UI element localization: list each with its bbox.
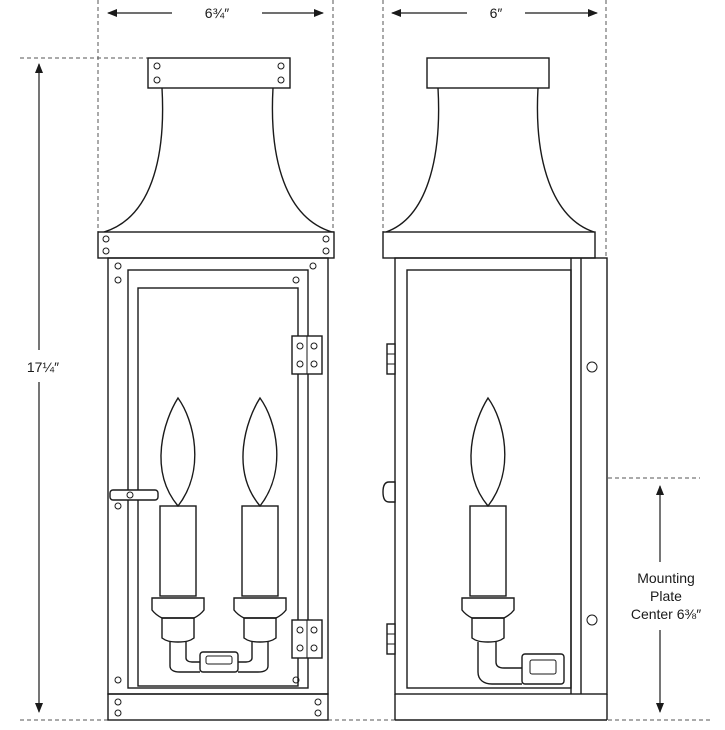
dimension-mounting: Mounting Plate Center 6⅜″ xyxy=(631,485,701,713)
side-frame-outer xyxy=(394,257,608,695)
side-top-plate xyxy=(426,57,550,89)
front-hinge-lower xyxy=(291,619,323,659)
front-door-latch xyxy=(109,489,159,510)
candle-sleeve-right xyxy=(241,505,279,597)
bulb-right xyxy=(242,396,278,508)
mounting-label-line3: Center 6⅜″ xyxy=(631,606,701,622)
side-bulb xyxy=(470,396,506,508)
front-hinge-upper xyxy=(291,335,323,375)
side-hood xyxy=(385,87,595,233)
front-base xyxy=(107,693,329,721)
side-mount-hole-upper xyxy=(586,361,598,373)
side-candle-sleeve xyxy=(469,505,507,597)
front-top-plate-screws xyxy=(153,62,285,84)
front-band-screws xyxy=(102,235,330,255)
mounting-label-line1: Mounting xyxy=(637,570,695,586)
front-frame-inner xyxy=(127,269,309,689)
side-latch xyxy=(382,481,396,503)
front-hood xyxy=(103,87,333,233)
side-junction-block xyxy=(521,653,565,685)
front-frame-screws xyxy=(114,262,317,684)
front-candle-right xyxy=(233,396,287,673)
front-top-plate xyxy=(147,57,291,89)
side-view xyxy=(382,57,608,721)
side-top-band xyxy=(382,231,596,259)
height-label: 17¼″ xyxy=(27,359,59,375)
side-glass-panel xyxy=(406,269,572,689)
dimension-height: 17¼″ xyxy=(27,63,59,713)
side-mount-hole-lower xyxy=(586,614,598,626)
front-junction-block xyxy=(199,651,239,673)
side-hinge-upper xyxy=(386,343,396,375)
dimension-front-width: 6¾″ xyxy=(107,5,324,21)
front-view xyxy=(97,57,335,721)
front-width-label: 6¾″ xyxy=(205,5,229,21)
front-candle-left xyxy=(151,396,205,673)
side-candle xyxy=(461,396,565,685)
mounting-label-line2: Plate xyxy=(650,588,682,604)
side-hinge-lower xyxy=(386,623,396,655)
front-glass-panel xyxy=(137,287,299,687)
candle-sleeve-left xyxy=(159,505,197,597)
side-width-label: 6″ xyxy=(490,5,503,21)
bulb-left xyxy=(160,396,196,508)
dimension-side-width: 6″ xyxy=(391,5,598,21)
front-base-screws xyxy=(114,698,322,717)
front-top-band xyxy=(97,231,335,259)
